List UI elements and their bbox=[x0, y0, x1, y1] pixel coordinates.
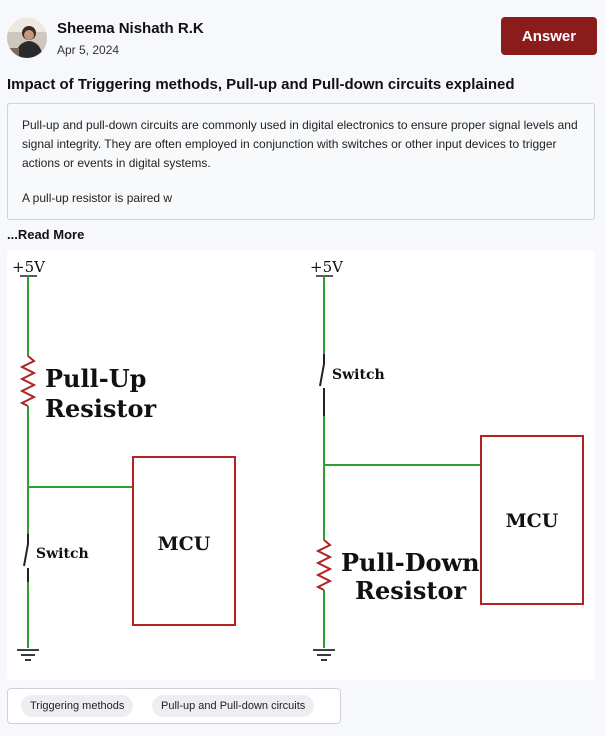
pull-up-resistor-symbol bbox=[19, 355, 37, 407]
user-avatar-icon bbox=[7, 18, 47, 58]
left-supply-label: +5V bbox=[12, 258, 46, 276]
tag-triggering-methods[interactable]: Triggering methods bbox=[21, 695, 134, 717]
pull-up-label: Resistor bbox=[45, 394, 156, 423]
pull-down-label: Resistor bbox=[355, 576, 466, 605]
post-header: Sheema Nishath R.K Apr 5, 2024 Answer bbox=[7, 16, 597, 60]
post-date: Apr 5, 2024 bbox=[57, 43, 120, 57]
left-switch-label: Switch bbox=[36, 546, 89, 562]
pull-down-resistor-symbol bbox=[315, 539, 333, 591]
right-ground-icon bbox=[313, 649, 335, 661]
answer-button[interactable]: Answer bbox=[501, 17, 597, 55]
excerpt-paragraph: Pull-up and pull-down circuits are commo… bbox=[22, 118, 578, 170]
avatar[interactable] bbox=[7, 18, 47, 58]
pull-down-label: Pull-Down bbox=[341, 548, 480, 577]
read-more-link[interactable]: ...Read More bbox=[7, 227, 85, 242]
right-supply-label: +5V bbox=[310, 258, 344, 276]
left-ground-icon bbox=[17, 649, 39, 661]
pull-up-pull-down-diagram: +5V Pull-Up Resistor MCU Switch bbox=[12, 258, 584, 661]
right-switch-blade bbox=[319, 363, 325, 387]
excerpt-paragraph: A pull-up resistor is paired w bbox=[22, 191, 173, 205]
left-mcu-box bbox=[132, 456, 236, 626]
right-mcu-box bbox=[480, 435, 584, 605]
left-switch-blade bbox=[23, 543, 29, 567]
post-title[interactable]: Impact of Triggering methods, Pull-up an… bbox=[7, 76, 515, 93]
tag-list: Triggering methods Pull-up and Pull-down… bbox=[7, 688, 341, 724]
left-mcu-label: MCU bbox=[158, 533, 211, 555]
pull-up-label: Pull-Up bbox=[45, 364, 146, 393]
right-switch-label: Switch bbox=[332, 367, 385, 383]
post-excerpt: Pull-up and pull-down circuits are commo… bbox=[7, 103, 595, 220]
circuit-diagram-image: +5V Pull-Up Resistor MCU Switch bbox=[7, 250, 595, 680]
tag-pull-up-pull-down[interactable]: Pull-up and Pull-down circuits bbox=[152, 695, 315, 717]
author-name[interactable]: Sheema Nishath R.K bbox=[57, 20, 204, 37]
right-mcu-label: MCU bbox=[506, 510, 559, 532]
